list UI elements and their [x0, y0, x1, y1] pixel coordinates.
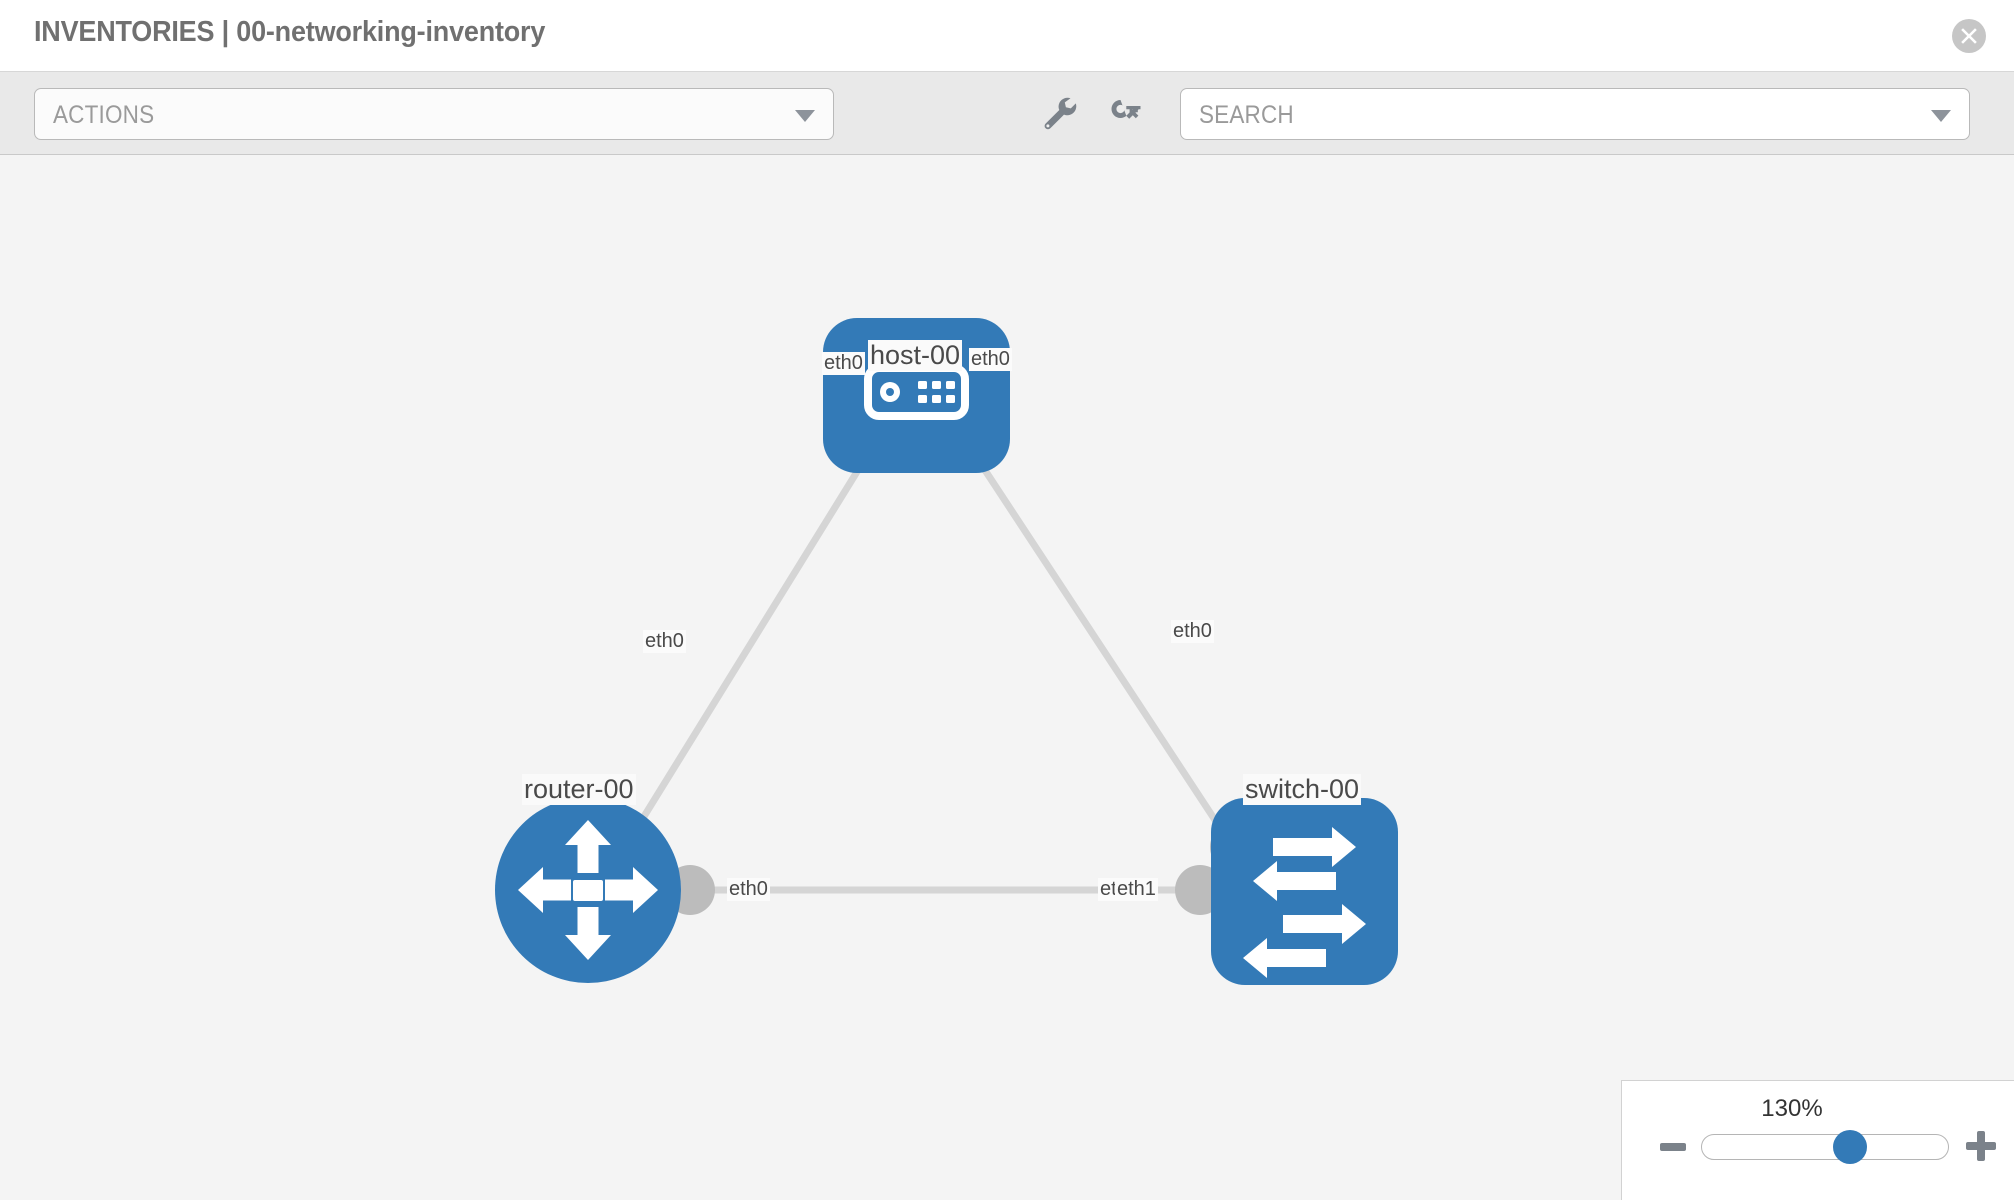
topology-graph: [495, 318, 1398, 985]
actions-dropdown-label: ACTIONS: [53, 101, 155, 129]
node-router-00[interactable]: [495, 797, 681, 983]
topology-canvas[interactable]: host-00 router-00 switch-00 eth0 eth0 et…: [0, 155, 2014, 1200]
topology-links: [610, 416, 1254, 894]
node-label-switch-00: switch-00: [1243, 774, 1362, 805]
port-label-switch-left-over: eth1: [1115, 878, 1158, 901]
switch-arrows-icon: [1243, 827, 1366, 978]
node-label-host-00: host-00: [868, 340, 963, 371]
port-label-switch-uplink: eth0: [1171, 620, 1214, 643]
key-icon[interactable]: [1106, 94, 1150, 134]
zoom-level-value: 130%: [1761, 1095, 1823, 1122]
port-label-host-left: eth0: [822, 352, 865, 375]
page-header: INVENTORIES | 00-networking-inventory: [0, 0, 2014, 72]
search-input[interactable]: SEARCH: [1180, 88, 1970, 140]
port-label-router-right: eth0: [727, 878, 770, 901]
router-arrows-icon: [518, 820, 658, 960]
search-placeholder: SEARCH: [1199, 101, 1294, 129]
node-label-router-00: router-00: [522, 774, 636, 805]
close-icon[interactable]: [1952, 19, 1986, 53]
page-title: INVENTORIES | 00-networking-inventory: [34, 16, 546, 48]
link-host-router: [610, 416, 893, 869]
zoom-in-button[interactable]: [1964, 1129, 1998, 1163]
chevron-down-icon: [1931, 110, 1951, 122]
link-host-switch: [948, 416, 1242, 859]
zoom-slider[interactable]: [1701, 1130, 1949, 1164]
actions-dropdown[interactable]: ACTIONS: [34, 88, 834, 140]
port-label-host-right: eth0: [969, 348, 1012, 371]
zoom-control-panel: 130%: [1621, 1080, 2014, 1200]
zoom-out-button[interactable]: [1659, 1133, 1687, 1161]
port-label-router-uplink: eth0: [643, 630, 686, 653]
chevron-down-icon: [795, 110, 815, 122]
zoom-slider-thumb[interactable]: [1833, 1130, 1867, 1164]
node-switch-00[interactable]: [1211, 798, 1398, 985]
wrench-icon[interactable]: [1037, 94, 1081, 134]
toolbar: ACTIONS SEARCH: [0, 72, 2014, 155]
